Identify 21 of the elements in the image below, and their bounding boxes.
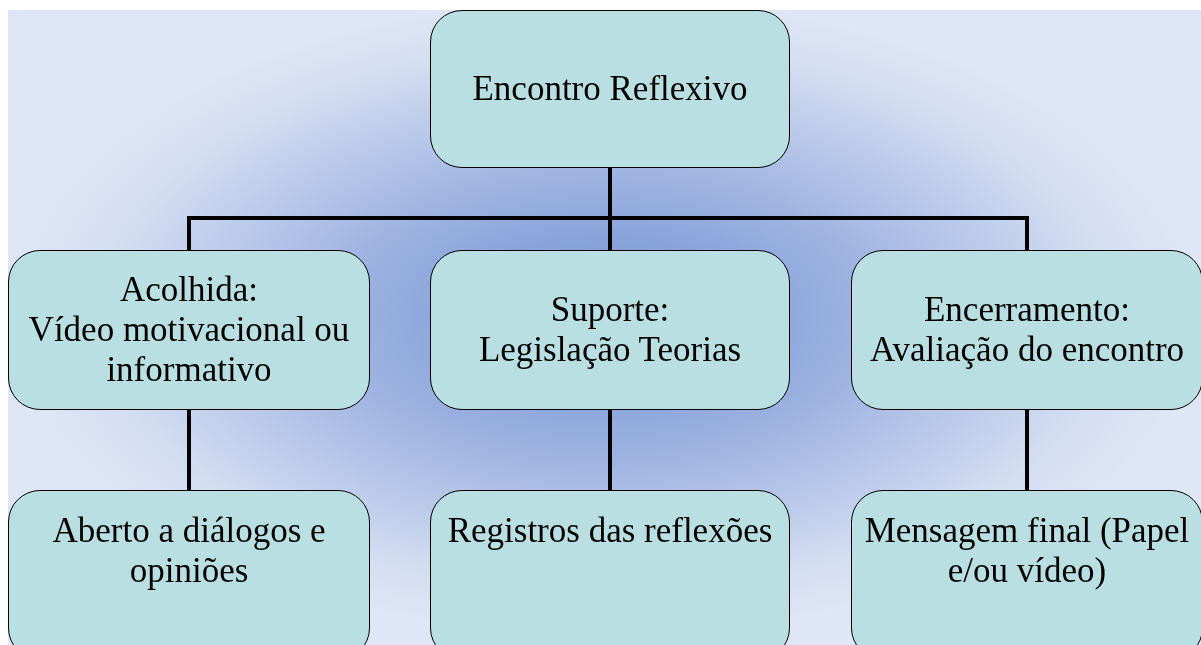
box-heading: Encerramento:	[924, 290, 1130, 330]
connector-line	[187, 410, 191, 490]
connector-line	[608, 410, 612, 490]
rounded-box	[8, 250, 370, 410]
box-text: Vídeo motivacional ou informativo	[27, 310, 351, 390]
connector-line	[1025, 410, 1029, 490]
rounded-box	[430, 490, 790, 645]
box-text: Legislação Teorias	[478, 330, 742, 370]
box-text: Avaliação do encontro	[869, 330, 1185, 370]
box-heading: Suporte:	[550, 290, 670, 330]
rounded-box	[851, 250, 1201, 410]
box-text: Registros das reflexões	[447, 511, 773, 551]
connector-line	[608, 168, 1029, 250]
rounded-box	[430, 10, 790, 168]
box-heading: Acolhida:	[120, 270, 258, 310]
box-text: Encontro Reflexivo	[472, 69, 748, 109]
box-text: Aberto a diálogos e opiniões	[51, 511, 327, 591]
rounded-box	[430, 250, 790, 410]
rounded-box	[851, 490, 1201, 645]
rounded-box	[8, 490, 370, 645]
box-text: Mensagem final (Papel e/ou vídeo)	[863, 511, 1191, 591]
